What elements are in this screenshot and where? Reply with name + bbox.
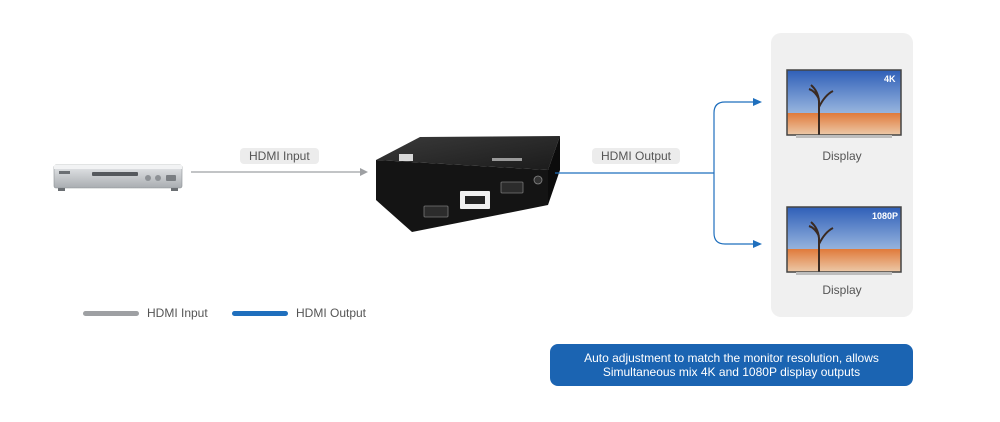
resolution-badge-1080p: 1080P (872, 211, 899, 221)
monitors-icon (786, 69, 902, 275)
hdmi-splitter-icon (376, 136, 560, 232)
legend-label-output: HDMI Output (296, 306, 367, 320)
monitor-4k-icon (786, 69, 902, 138)
legend-swatch-input (83, 311, 139, 316)
display-label-1: Display (822, 149, 862, 163)
note-line-1: Auto adjustment to match the monitor res… (584, 351, 879, 365)
resolution-badge-4k: 4K (884, 74, 896, 84)
resolution-note-box: Auto adjustment to match the monitor res… (550, 344, 913, 386)
legend-label-input: HDMI Input (147, 306, 208, 320)
hdmi-output-connector (555, 98, 762, 248)
monitor-1080p-icon (786, 206, 902, 275)
display-label-2: Display (822, 283, 862, 297)
hdmi-output-label: HDMI Output (592, 148, 681, 164)
dvd-player-icon (53, 164, 183, 191)
hdmi-input-label: HDMI Input (240, 148, 319, 164)
note-line-2: Simultaneous mix 4K and 1080P display ou… (602, 365, 861, 379)
legend-swatch-output (232, 311, 288, 316)
hdmi-input-connector (191, 168, 368, 176)
display-panel: 4K 1080P Display Display (771, 33, 913, 317)
